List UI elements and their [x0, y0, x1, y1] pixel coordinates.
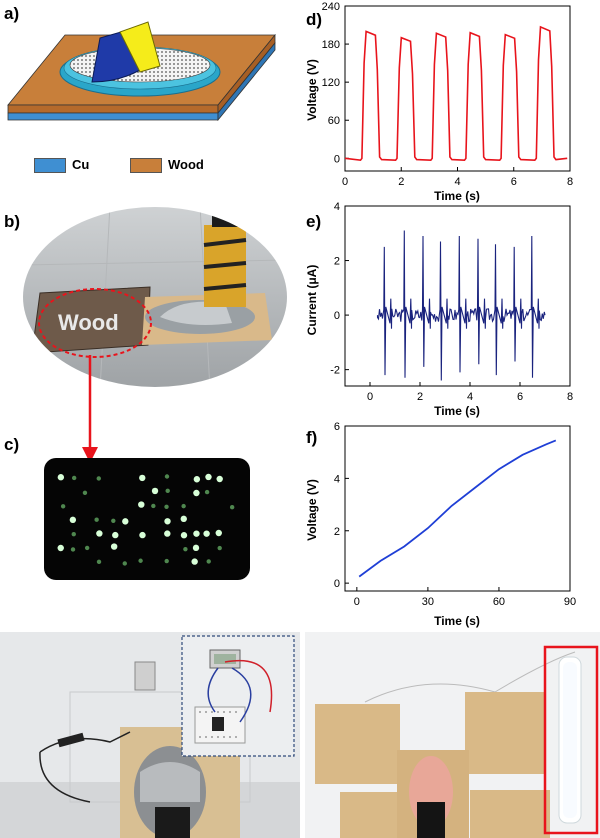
panel-label-d: d) — [306, 10, 323, 29]
x-tick-label: 0 — [367, 391, 373, 403]
chart-f-frame — [344, 425, 571, 592]
x-tick-label: 60 — [493, 596, 505, 608]
x-tick-label: 4 — [467, 391, 473, 403]
wood-front-face — [7, 104, 219, 114]
chart-e-ylabel: Current (μA) — [305, 265, 319, 336]
x-tick-label: 0 — [342, 176, 348, 188]
slipper-schematic — [7, 21, 276, 122]
y-tick-label: 2 — [334, 256, 340, 268]
cu-legend-label: Cu — [72, 157, 90, 172]
photo-wood-text: Wood — [58, 310, 119, 335]
y-tick-label: 0 — [334, 578, 340, 590]
chart-e-frame — [344, 205, 571, 387]
chart-f-ylabel: Voltage (V) — [305, 479, 319, 541]
panel-label-e: e) — [306, 212, 322, 231]
chart-e-current: 0 2 4 6 8 -2 0 2 4 Time (s) Current (μA) — [305, 201, 573, 418]
x-tick-label: 0 — [354, 596, 360, 608]
chart-d-xlabel: Time (s) — [434, 189, 480, 203]
x-tick-label: 30 — [422, 596, 434, 608]
panel-label-c: c) — [4, 435, 20, 454]
x-tick-label: 6 — [517, 391, 523, 403]
y-tick-label: 60 — [328, 115, 340, 127]
chart-e-xlabel: Time (s) — [434, 404, 480, 418]
chart-d-series — [344, 25, 568, 162]
yellow-strap — [119, 21, 161, 73]
x-tick-label: 2 — [398, 176, 404, 188]
y-tick-label: 240 — [322, 1, 340, 13]
chart-d-voltage: 0 2 4 6 8 0 60 120 180 240 Time (s) Voltage (V) — [305, 1, 573, 203]
wood-plate-1 — [315, 704, 400, 784]
highlight-circle — [38, 288, 152, 358]
y-tick-label: 180 — [322, 39, 340, 51]
y-tick-label: 0 — [334, 153, 340, 165]
wood-plate-2 — [465, 692, 545, 774]
panel-label-b: b) — [4, 212, 21, 231]
y-tick-label: 0 — [334, 310, 340, 322]
y-tick-label: 120 — [322, 77, 340, 89]
wood-plate-4 — [470, 790, 550, 838]
tube-light-highlight — [543, 645, 599, 835]
chart-e-series — [376, 230, 546, 381]
x-tick-label: 6 — [511, 176, 517, 188]
panel-label-f: f) — [306, 428, 318, 447]
wood-legend-label: Wood — [168, 157, 204, 172]
panel-label-a: a) — [4, 4, 20, 23]
photo-circuit-setup — [0, 632, 300, 838]
cu-legend-swatch — [34, 158, 66, 173]
chart-f-voltage: 0 30 60 90 0 2 4 6 Time (s) Voltage (V) — [305, 421, 576, 628]
y-tick-label: 4 — [334, 473, 340, 485]
x-tick-label: 8 — [567, 176, 573, 188]
wood-legend-swatch — [130, 158, 162, 173]
x-tick-label: 8 — [567, 391, 573, 403]
x-tick-label: 4 — [454, 176, 460, 188]
photo-tube-light — [305, 632, 600, 838]
y-tick-label: 2 — [334, 526, 340, 538]
photo-foot-on-wood: Wood — [23, 207, 287, 387]
chart-d-ylabel: Voltage (V) — [305, 59, 319, 121]
led-array-photo — [44, 458, 250, 580]
x-tick-label: 90 — [564, 596, 576, 608]
y-tick-label: -2 — [330, 365, 340, 377]
down-arrow — [82, 355, 98, 463]
cu-layer — [7, 112, 219, 121]
chart-f-series — [358, 439, 557, 578]
y-tick-label: 4 — [334, 201, 340, 213]
x-tick-label: 2 — [417, 391, 423, 403]
y-tick-label: 6 — [334, 421, 340, 433]
chart-f-xlabel: Time (s) — [434, 614, 480, 628]
